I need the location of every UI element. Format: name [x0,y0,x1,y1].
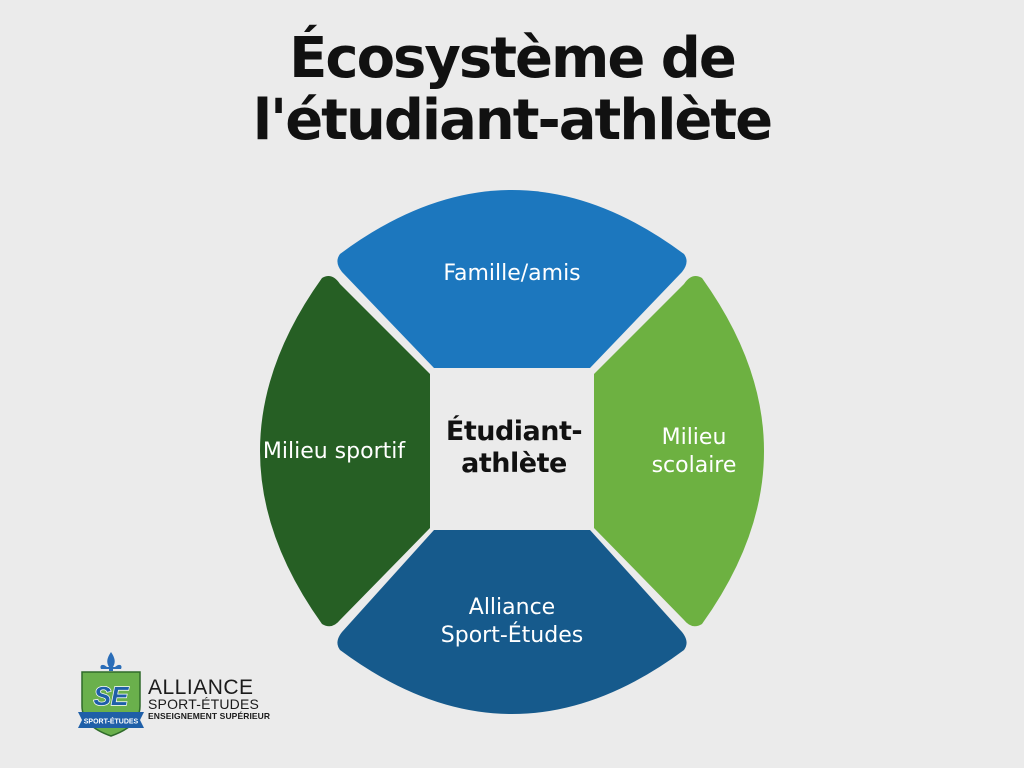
segment-bottom-label-line-2: Sport-Études [440,623,584,648]
segment-right-label: Milieu scolaire [610,424,778,480]
segment-top-label-line-1: Famille/amis [443,261,581,286]
segment-bottom-label: Alliance Sport-Études [390,594,634,650]
segment-left-label-line-1: Milieu sportif [262,439,406,464]
page-title-line-1: Écosystème de [289,26,737,91]
logo-shield-icon: SE SPORT-ÉTUDES [78,652,144,737]
logo-badge-text: SE [94,681,129,711]
center-label-line-2: athlète [461,448,567,479]
segment-top-label: Famille/amis [400,260,624,288]
segment-bottom-label-line-1: Alliance [468,595,556,620]
logo-banner-text: SPORT-ÉTUDES [84,717,139,726]
segment-left-label: Milieu sportif [244,438,424,466]
logo-line-3: ENSEIGNEMENT SUPÉRIEUR [148,711,271,721]
fleur-de-lis-icon [100,652,122,671]
segment-top-shape [337,190,687,368]
center-label-line-1: Étudiant- [445,416,583,447]
logo-text: ALLIANCE SPORT-ÉTUDES ENSEIGNEMENT SUPÉR… [148,676,271,722]
segment-right-shape [594,276,764,627]
logo-banner-shape [78,712,144,728]
page-title-line-2: l'étudiant-athlète [252,88,773,153]
segment-right-label-line-1: Milieu [661,425,727,450]
alliance-sport-etudes-logo: SE SPORT-ÉTUDES ALLIANCE SPORT-ÉTUDES EN… [76,650,316,740]
center-label: Étudiant- athlète [412,416,616,480]
segment-right-label-line-2: scolaire [651,453,737,478]
segment-bottom-shape [337,530,687,714]
page-title: Écosystème de l'étudiant-athlète [0,28,1024,152]
segment-left-shape [260,276,430,627]
logo-line-1: ALLIANCE [148,676,254,699]
logo-line-2: SPORT-ÉTUDES [148,696,260,712]
